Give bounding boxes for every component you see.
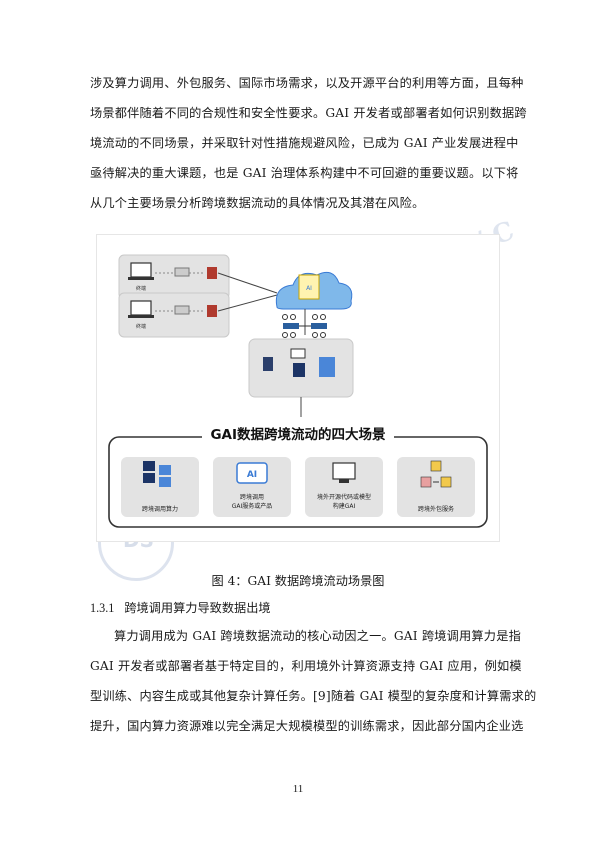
- text-line: GAI 开发者或部署者基于特定目的，利用境外计算资源支持 GAI 应用，例如模: [90, 659, 522, 673]
- scenario-card-2: AI 跨境调用 GAI服务或产品: [213, 457, 291, 517]
- scenario-label-1: 境外开源代码或模型: [317, 493, 371, 501]
- text-line: 场景都伴随着不同的合规性和安全性要求。GAI 开发者或部署者如何识别数据跨: [90, 106, 527, 120]
- body-paragraph: 算力调用成为 GAI 跨境数据流动的核心动因之一。GAI 跨境调用算力是指 GA…: [90, 621, 537, 741]
- text-line: 型训练、内容生成或其他复杂计算任务。[9]随着 GAI 模型的复杂度和计算需求的: [90, 689, 537, 703]
- text-line: 从几个主要场景分析跨境数据流动的具体情况及其潜在风险。: [90, 196, 425, 210]
- cloud-label: AI: [306, 285, 312, 292]
- text-line: 境流动的不同场景，并采取针对性措施规避风险，已成为 GAI 产业发展进程中: [90, 136, 519, 150]
- svg-text:AI: AI: [247, 470, 257, 480]
- terminal-label: 终端: [136, 323, 146, 330]
- text-line: 涉及算力调用、外包服务、国际市场需求，以及开源平台的利用等方面，且每种: [90, 76, 524, 90]
- text-line: 算力调用成为 GAI 跨境数据流动的核心动因之一。GAI 跨境调用算力是指: [114, 629, 521, 643]
- scenario-label: 跨境外包服务: [418, 505, 454, 513]
- page-number: 11: [292, 783, 304, 795]
- scenario-label-2: GAI服务或产品: [232, 502, 273, 510]
- scenario-card-1: 跨境调用算力: [121, 457, 199, 517]
- section-number: 1.3.1: [90, 601, 115, 615]
- network-switch-icon: [282, 314, 327, 338]
- section-heading: 1.3.1 跨境调用算力导致数据出境: [90, 598, 271, 616]
- text-line: 亟待解决的重大课题，也是 GAI 治理体系构建中不可回避的重要议题。以下将: [90, 166, 519, 180]
- datacenter-box: [248, 338, 354, 398]
- scenario-label-2: 构建GAI: [333, 502, 356, 510]
- scenario-card-4: 跨境外包服务: [397, 457, 475, 517]
- intro-paragraph: 涉及算力调用、外包服务、国际市场需求，以及开源平台的利用等方面，且每种 场景都伴…: [90, 68, 527, 218]
- scenario-diagram: 终端 终端 AI: [96, 234, 500, 542]
- scenario-label-1: 跨境调用: [240, 493, 264, 501]
- cloud-icon: AI: [275, 271, 353, 310]
- terminal-label: 终端: [136, 285, 146, 292]
- text-line: 提升，国内算力资源难以完全满足大规模模型的训练需求，因此部分国内企业选: [90, 719, 524, 733]
- panel-title: GAI数据跨境流动的四大场景: [210, 426, 386, 443]
- terminal-group-1: 终端: [118, 254, 230, 300]
- figure-caption: 图 4：GAI 数据跨境流动场景图: [211, 574, 385, 588]
- section-title: 跨境调用算力导致数据出境: [124, 601, 271, 615]
- scenario-card-3: 境外开源代码或模型 构建GAI: [305, 457, 383, 517]
- terminal-group-2: 终端: [118, 292, 230, 338]
- scenario-label: 跨境调用算力: [142, 505, 178, 513]
